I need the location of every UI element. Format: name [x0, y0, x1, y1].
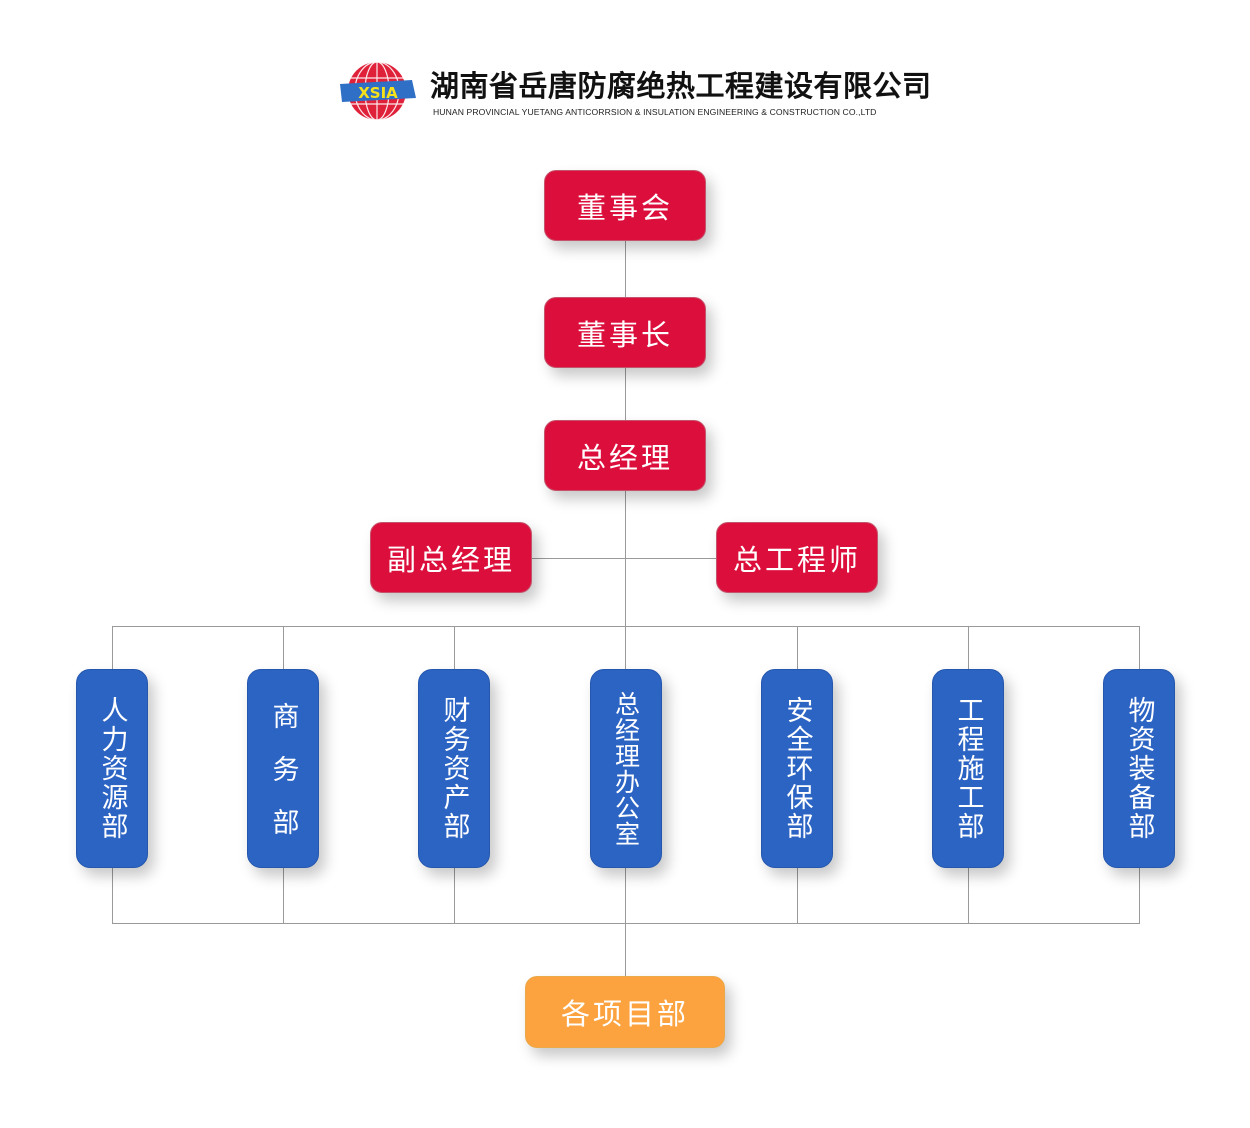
- node-chief-engineer[interactable]: 总工程师: [716, 522, 878, 593]
- node-project-departments[interactable]: 各项目部: [525, 976, 725, 1048]
- node-dept-human-resources[interactable]: 人力资源部: [76, 669, 148, 868]
- logo-text: XSIA: [358, 84, 398, 102]
- connector-departments-bottom: [112, 923, 1140, 924]
- connector-departments-top: [112, 626, 1140, 627]
- connector-chairman-gm: [625, 368, 626, 422]
- connector-dept-top: [1139, 626, 1140, 670]
- connector-dept-top: [454, 626, 455, 670]
- company-name-en: HUNAN PROVINCIAL YUETANG ANTICORRSION & …: [433, 107, 877, 117]
- node-deputy-general-manager[interactable]: 副总经理: [370, 522, 532, 593]
- connector-board-chairman: [625, 240, 626, 298]
- connector-dept-top: [797, 626, 798, 670]
- node-dept-finance-assets[interactable]: 财务资产部: [418, 669, 490, 868]
- connector-deputies: [530, 558, 718, 559]
- node-dept-materials-equipment[interactable]: 物资装备部: [1103, 669, 1175, 868]
- node-general-manager[interactable]: 总经理: [544, 420, 706, 491]
- node-dept-safety-environment[interactable]: 安全环保部: [761, 669, 833, 868]
- connector-dept-bottom: [454, 866, 455, 924]
- connector-dept-bottom: [112, 866, 113, 924]
- connector-gm-trunk: [625, 490, 626, 670]
- connector-dept-top: [968, 626, 969, 670]
- company-header: XSIA 湖南省岳唐防腐绝热工程建设有限公司 HUNAN PROVINCIAL …: [336, 60, 946, 126]
- node-board-of-directors[interactable]: 董事会: [544, 170, 706, 241]
- connector-dept-top: [112, 626, 113, 670]
- node-dept-business[interactable]: 商务部: [247, 669, 319, 868]
- company-name-cn: 湖南省岳唐防腐绝热工程建设有限公司: [430, 69, 932, 103]
- connector-dept-bottom: [968, 866, 969, 924]
- connector-dept-bottom: [283, 866, 284, 924]
- connector-dept-bottom: [797, 866, 798, 924]
- connector-dept-top: [283, 626, 284, 670]
- connector-projects: [625, 866, 626, 978]
- connector-dept-bottom: [1139, 866, 1140, 924]
- node-dept-gm-office[interactable]: 总经理办公室: [590, 669, 662, 868]
- node-chairman[interactable]: 董事长: [544, 297, 706, 368]
- node-dept-engineering-construction[interactable]: 工程施工部: [932, 669, 1004, 868]
- company-logo-icon: XSIA: [340, 61, 416, 121]
